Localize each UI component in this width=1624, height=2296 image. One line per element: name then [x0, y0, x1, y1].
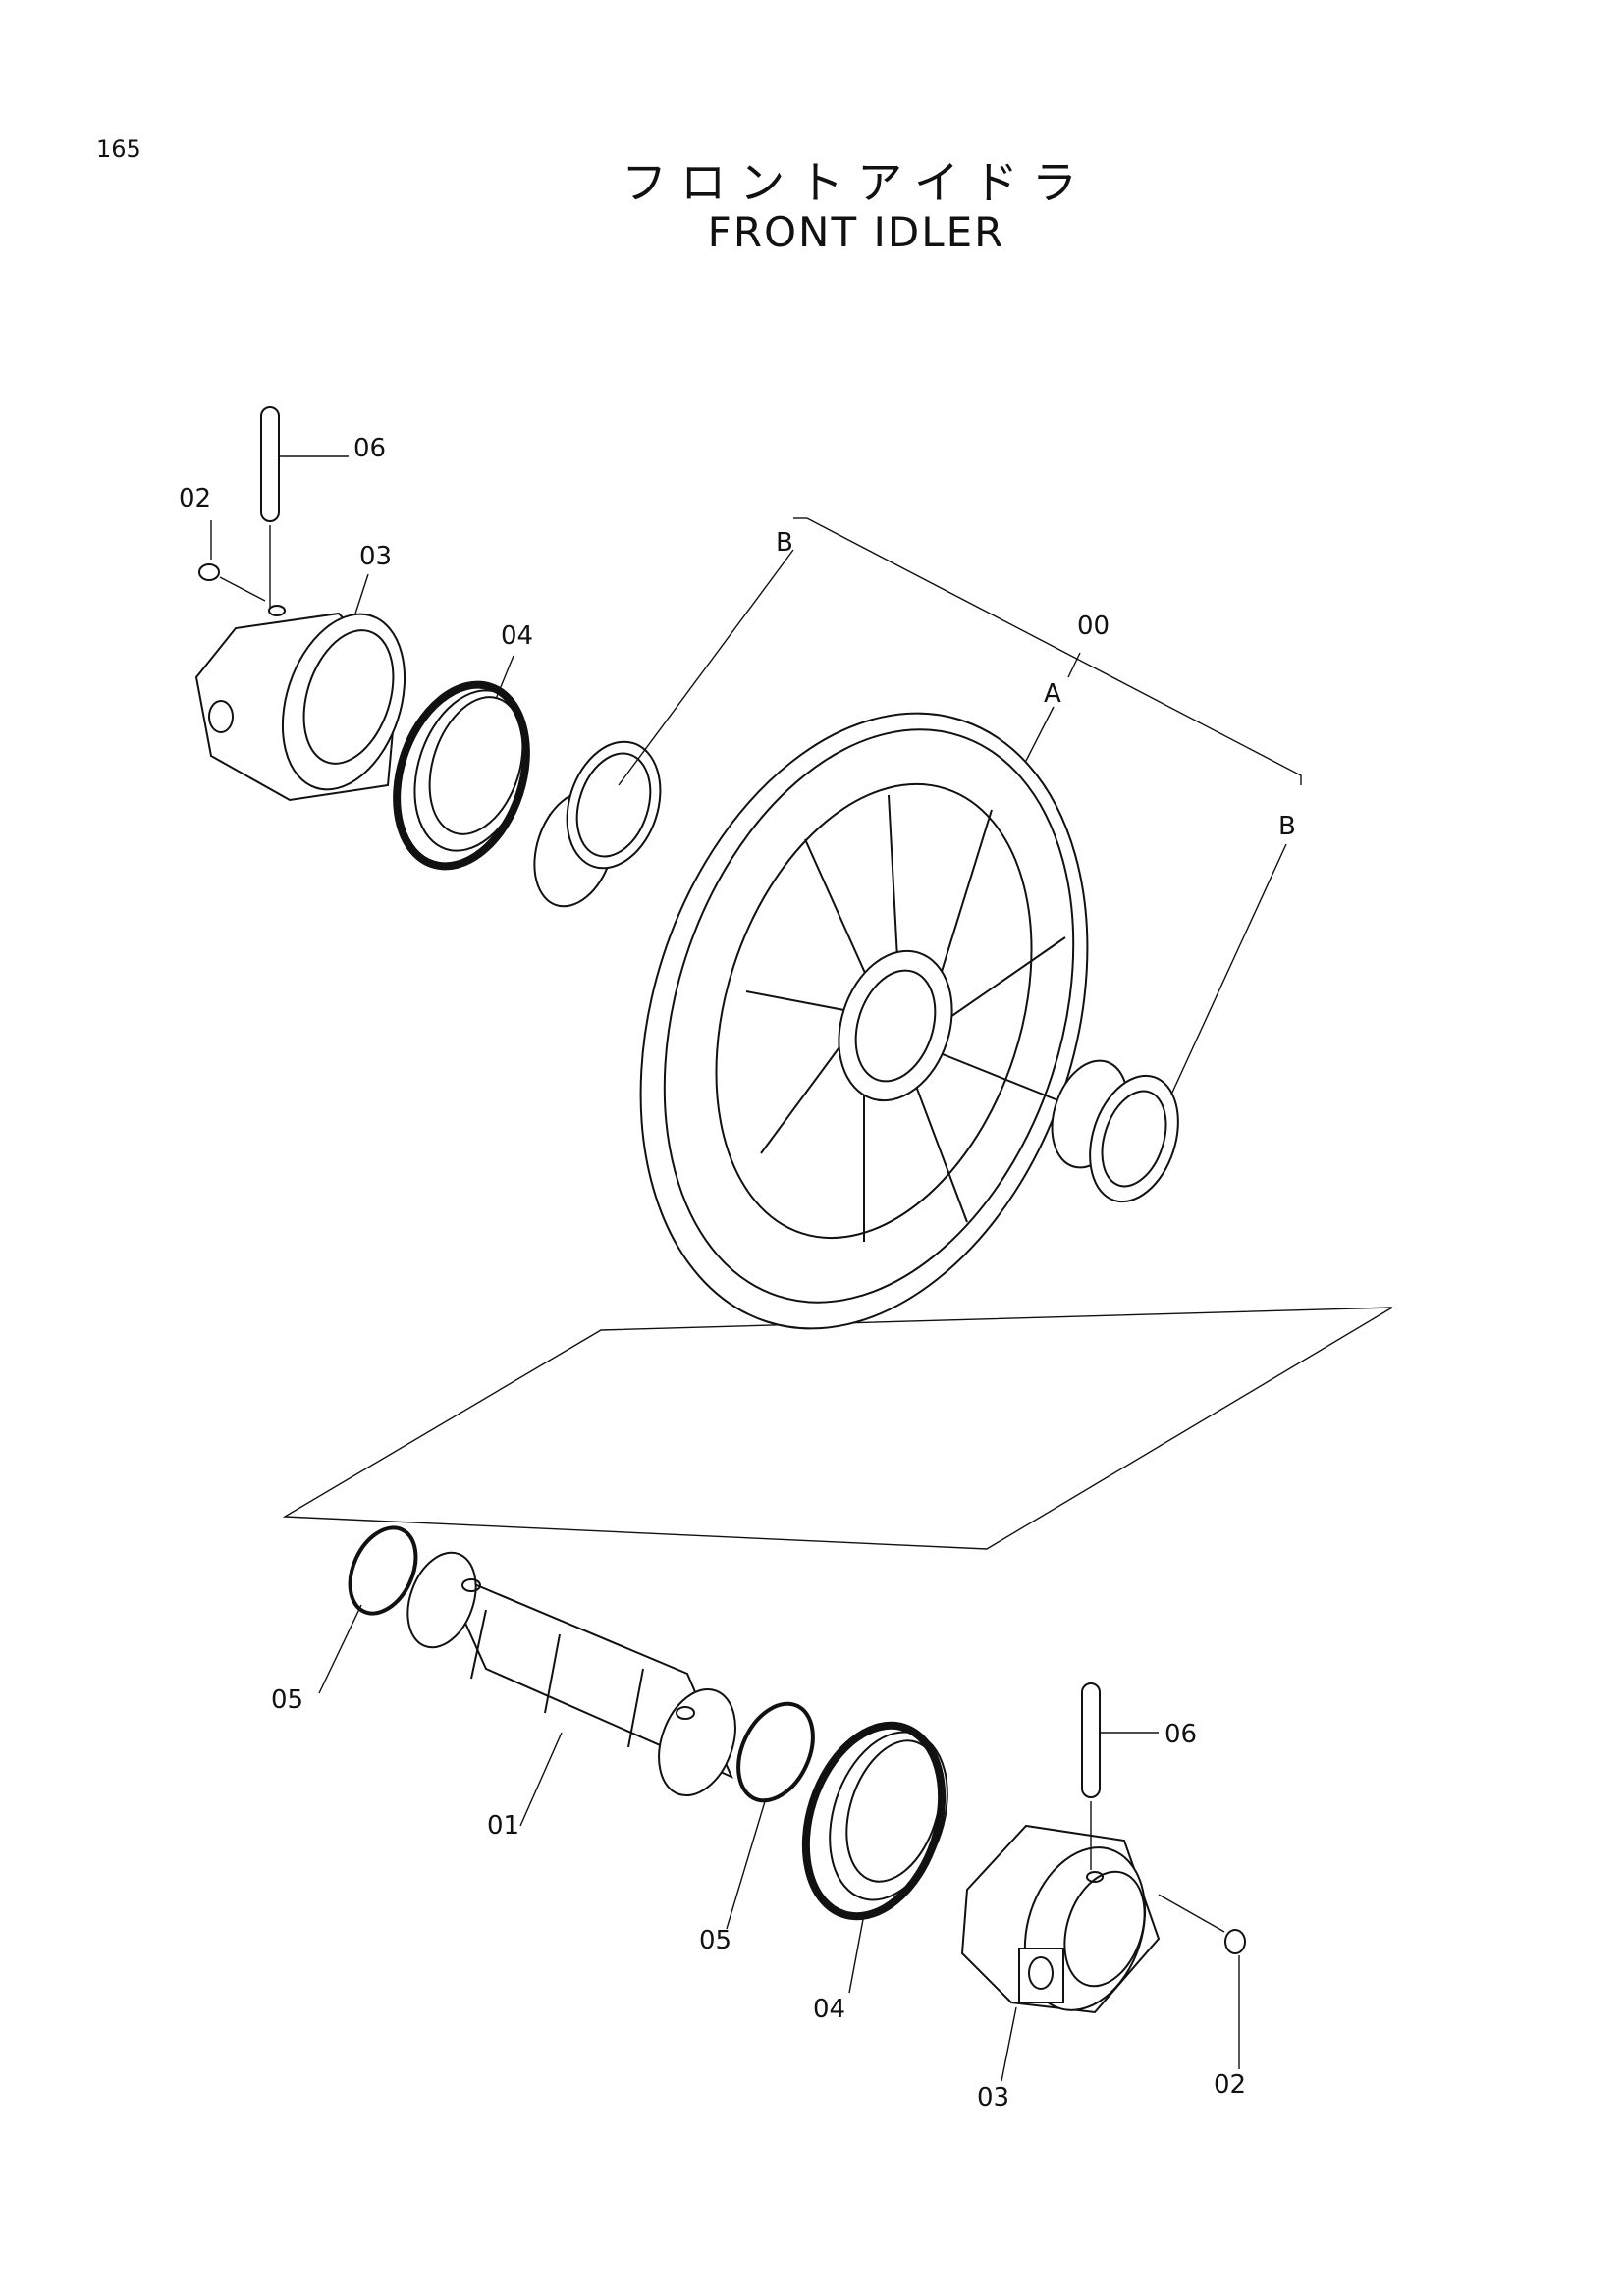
- plug-bottom: [1158, 1894, 1246, 1954]
- pin-bottom: [1081, 1682, 1101, 1870]
- callout-03-bottom: 03: [977, 2083, 1009, 2112]
- bushing-right: [1051, 1059, 1179, 1203]
- callout-B-left: B: [776, 528, 793, 558]
- page-number: 165: [96, 135, 141, 163]
- seal-bottom: [801, 1721, 948, 1921]
- support-top: [194, 605, 406, 802]
- callout-06-bottom: 06: [1164, 1720, 1197, 1749]
- title-english: FRONT IDLER: [707, 208, 1005, 256]
- pin-top: [260, 406, 280, 609]
- callout-02-bottom: 02: [1214, 2070, 1246, 2100]
- idler-wheel: [639, 712, 1089, 1330]
- callout-03-top: 03: [359, 542, 392, 571]
- plug-top: [198, 563, 266, 602]
- callout-B-right: B: [1278, 812, 1296, 841]
- callout-04-top: 04: [501, 621, 533, 651]
- shaft: [406, 1551, 736, 1797]
- o-ring-left: [348, 1525, 418, 1616]
- callout-A: A: [1044, 679, 1061, 709]
- o-ring-middle: [736, 1701, 815, 1803]
- callout-02-top: 02: [179, 484, 211, 513]
- callout-05-left: 05: [271, 1685, 303, 1715]
- callout-04-bottom: 04: [813, 1995, 845, 2024]
- callout-00: 00: [1077, 612, 1110, 641]
- callout-01: 01: [487, 1811, 519, 1841]
- support-bottom: [960, 1824, 1161, 2014]
- leader-lines: [210, 455, 1287, 2082]
- seal-top: [393, 680, 530, 871]
- bushing-left: [533, 740, 662, 908]
- callout-05-middle: 05: [699, 1926, 731, 1955]
- title-japanese: フロントアイドラ: [622, 156, 1091, 209]
- assembly-bracket-lines: [282, 517, 1393, 1550]
- callout-06-top: 06: [353, 434, 386, 463]
